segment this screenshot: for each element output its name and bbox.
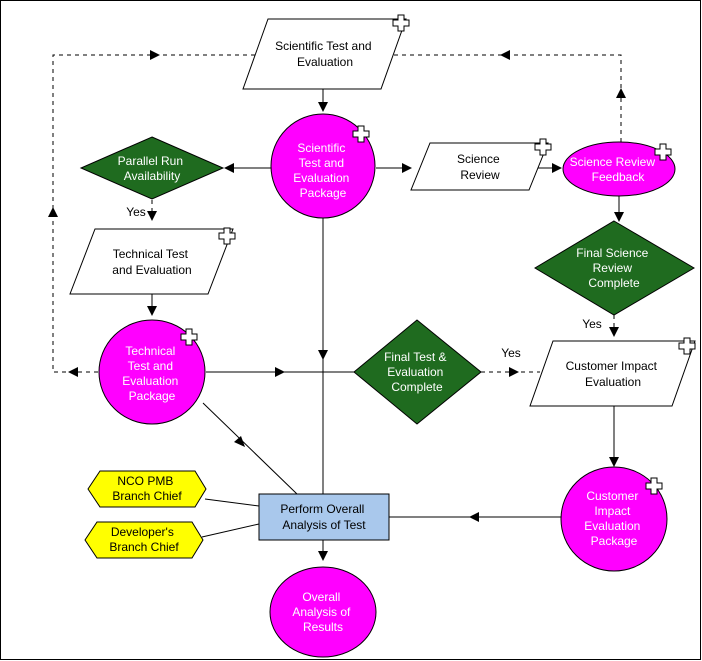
expand-plus-icon[interactable]	[218, 227, 236, 245]
node-customer-impact-eval[interactable]: Customer Impact Evaluation	[529, 337, 696, 407]
edge-label-yes: Yes	[501, 346, 521, 360]
node-science-review-label: Science Review	[457, 152, 503, 182]
node-perform-analysis-label: Perform Overall Analysis of Test	[280, 502, 367, 532]
expand-plus-icon[interactable]	[180, 328, 198, 346]
expand-plus-icon[interactable]	[534, 138, 552, 156]
node-science-review[interactable]: Science Review	[410, 138, 552, 191]
node-final-science-review-label: Final Science Review Complete	[576, 246, 651, 290]
node-technical-te-package-label: Technical Test and Evaluation Package	[122, 344, 181, 403]
arrow-tech-to-center	[275, 367, 285, 377]
arrow-final-science-down	[609, 327, 619, 337]
expand-plus-icon[interactable]	[645, 477, 663, 495]
expand-plus-icon[interactable]	[654, 143, 672, 161]
expand-plus-icon[interactable]	[352, 125, 370, 143]
arrow-customer-left	[469, 512, 479, 522]
edge-label-yes: Yes	[126, 205, 146, 219]
expand-plus-icon[interactable]	[392, 14, 410, 32]
node-customer-impact-package-label: Customer Impact Evaluation Package	[584, 489, 643, 548]
node-developers-chief[interactable]: Developer's Branch Chief	[84, 521, 204, 559]
node-scientific-te-package[interactable]: Scientific Test and Evaluation Package	[270, 113, 376, 219]
node-nco-pmb[interactable]: NCO PMB Branch Chief	[87, 470, 207, 508]
arrow-diagonal	[234, 436, 245, 447]
node-scientific-te-package-label: Scientific Test and Evaluation Package	[293, 141, 352, 200]
arrow-final-yes	[509, 367, 519, 377]
arrow-loop-left	[68, 367, 78, 377]
arrow-center-down	[318, 350, 328, 360]
arrow-parallel-down	[147, 211, 157, 221]
node-scientific-te-label: Scientific Test and Evaluation	[275, 39, 375, 69]
edge-label-yes: Yes	[582, 317, 602, 331]
node-overall-analysis-label: Overall Analysis of Results	[292, 590, 353, 634]
node-perform-analysis[interactable]: Perform Overall Analysis of Test	[258, 493, 390, 541]
node-scientific-te[interactable]: Scientific Test and Evaluation	[242, 14, 410, 90]
node-technical-te-package[interactable]: Technical Test and Evaluation Package	[98, 319, 206, 425]
node-science-review-feedback[interactable]: Science Review Feedback	[562, 141, 676, 197]
edge-tech-package-to-analysis	[202, 402, 298, 495]
node-final-test-eval-label: Final Test & Evaluation Complete	[384, 350, 450, 394]
arrow-top-right-left	[500, 50, 510, 60]
node-parallel-run-label: Parallel Run Availability	[118, 154, 187, 183]
node-technical-te[interactable]: Technical Test and Evaluation	[69, 227, 236, 295]
expand-plus-icon[interactable]	[678, 337, 696, 355]
node-science-review-feedback-label: Science Review Feedback	[570, 155, 659, 184]
edge-top-right-return	[388, 54, 622, 88]
edge-nco-to-analysis	[204, 498, 260, 507]
arrow-loop-top	[150, 50, 160, 60]
node-technical-te-label: Technical Test and Evaluation	[112, 247, 191, 277]
arrow-feedback-up	[616, 88, 626, 98]
node-final-science-review[interactable]: Final Science Review Complete	[534, 220, 695, 316]
edge-developer-to-analysis	[201, 523, 260, 538]
node-final-test-eval[interactable]: Final Test & Evaluation Complete	[353, 319, 482, 425]
arrow-loop-up	[48, 207, 58, 217]
node-overall-analysis[interactable]: Overall Analysis of Results	[269, 566, 377, 658]
node-developers-chief-label: Developer's Branch Chief	[109, 525, 179, 554]
node-customer-impact-package[interactable]: Customer Impact Evaluation Package	[560, 466, 668, 572]
node-parallel-run[interactable]: Parallel Run Availability	[79, 136, 225, 200]
node-customer-impact-eval-label: Customer Impact Evaluation	[566, 359, 661, 389]
node-nco-pmb-label: NCO PMB Branch Chief	[112, 474, 182, 503]
